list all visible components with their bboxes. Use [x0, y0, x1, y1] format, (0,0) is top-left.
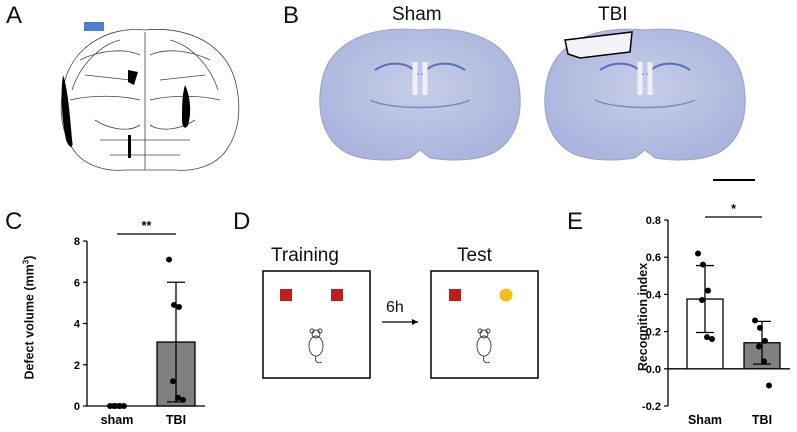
sham-section: [319, 28, 521, 161]
delay-label: 6h: [386, 299, 404, 316]
panel-letter-d: D: [233, 208, 251, 235]
defect-data-point: [111, 403, 117, 409]
mouse-icon-training: [308, 328, 324, 364]
recognition-data-point: [756, 343, 762, 350]
test-object-novel: [499, 288, 513, 302]
recognition-x-label: Sham: [688, 413, 722, 427]
recognition-y-tick-label: 0.4: [646, 289, 662, 301]
training-arena: [262, 270, 371, 379]
recognition-y-tick-label: 0.8: [646, 215, 661, 227]
recognition-y-tick-label: 0.2: [646, 327, 661, 339]
defect-data-point: [176, 304, 182, 310]
training-object-right: [331, 289, 343, 301]
tbi-section: [544, 28, 746, 161]
recognition-y-tick-label: 0.6: [646, 252, 661, 264]
recognition-data-point: [700, 261, 706, 268]
recognition-data-point: [695, 250, 701, 257]
defect-y-tick-label: 8: [74, 236, 80, 248]
aqueduct-shape: [128, 135, 131, 158]
right-ventricle-shape: [182, 85, 191, 128]
recognition-data-point: [761, 358, 767, 365]
recognition-data-point: [757, 324, 763, 331]
panel-letter-b: B: [283, 2, 300, 29]
defect-data-point: [116, 403, 122, 409]
recognition-data-point: [709, 336, 715, 343]
defect-x-label: sham: [101, 413, 134, 427]
defect-y-tick-label: 6: [74, 277, 80, 289]
recognition-y-tick-label: 0.0: [646, 364, 661, 376]
recognition-data-point: [699, 296, 705, 303]
defect-y-tick-label: 0: [74, 401, 80, 413]
recognition-data-point: [766, 382, 772, 389]
test-label: Test: [457, 245, 492, 266]
recognition-significance-label: *: [731, 202, 736, 216]
defect-y-tick-label: 4: [74, 319, 81, 331]
recognition-y-tick-label: -0.2: [642, 401, 661, 413]
defect-volume-ylabel: Defect volume (mm3): [21, 255, 37, 380]
test-arena: [430, 270, 539, 379]
panel-letter-e: E: [567, 208, 584, 235]
training-object-left: [280, 289, 292, 301]
sham-title: Sham: [392, 4, 442, 25]
defect-data-point: [121, 403, 127, 409]
lesion-outline: [564, 31, 633, 59]
recognition-data-point: [704, 334, 710, 341]
left-ventricle-shape: [61, 75, 73, 147]
third-ventricle-shape: [128, 70, 138, 85]
defect-significance-label: **: [142, 219, 152, 233]
defect-x-label: TBI: [166, 413, 186, 427]
mouse-icon-test: [476, 328, 492, 364]
injury-site-marker: [84, 22, 104, 31]
recognition-data-point: [762, 337, 768, 344]
defect-y-tick-label: 2: [74, 360, 80, 372]
recognition-x-label: TBI: [752, 413, 772, 427]
defect-data-point: [171, 301, 177, 308]
defect-data-point: [175, 394, 181, 401]
recognition-index-ylabel: Recognition index: [636, 262, 650, 372]
training-label: Training: [271, 245, 339, 266]
test-object-familiar: [449, 289, 461, 301]
defect-data-point: [180, 396, 186, 403]
defect-data-point: [170, 378, 176, 385]
tbi-title: TBI: [598, 4, 628, 25]
recognition-data-point: [705, 287, 711, 294]
panel-letter-a: A: [6, 2, 23, 29]
recognition-data-point: [752, 317, 758, 324]
panel-letter-c: C: [5, 208, 23, 235]
defect-data-point: [166, 256, 172, 263]
